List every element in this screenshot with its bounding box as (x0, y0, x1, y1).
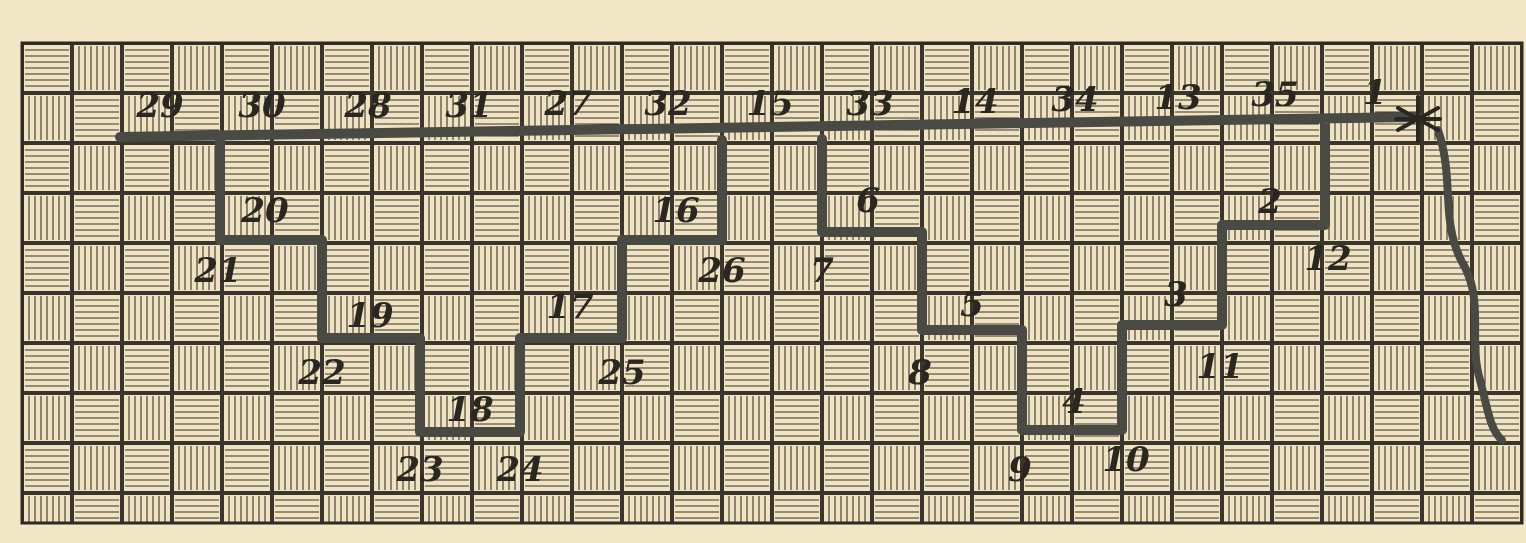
label-3: 3 (1164, 275, 1188, 315)
label-11: 11 (1196, 347, 1243, 387)
label-14: 14 (951, 82, 998, 122)
label-2: 2 (1257, 182, 1282, 222)
label-18: 18 (446, 390, 493, 430)
label-4: 4 (1062, 382, 1086, 422)
label-23: 23 (395, 450, 443, 490)
label-12: 12 (1304, 239, 1351, 279)
label-10: 10 (1102, 440, 1150, 480)
label-13: 13 (1154, 78, 1201, 118)
label-17: 17 (546, 287, 594, 327)
label-7: 7 (810, 251, 834, 291)
label-24: 24 (495, 450, 543, 490)
label-26: 26 (697, 251, 745, 291)
label-15: 15 (746, 84, 793, 124)
label-31: 31 (445, 86, 492, 126)
label-16: 16 (652, 191, 699, 231)
label-20: 20 (240, 191, 289, 231)
label-28: 28 (343, 86, 391, 126)
label-1: 1 (1363, 73, 1387, 113)
label-6: 6 (856, 181, 880, 221)
label-9: 9 (1008, 450, 1032, 490)
label-21: 21 (193, 251, 241, 291)
label-27: 27 (543, 84, 592, 124)
label-5: 5 (960, 285, 984, 325)
label-8: 8 (907, 353, 932, 393)
label-30: 30 (238, 86, 286, 126)
label-35: 35 (1251, 75, 1298, 115)
label-29: 29 (135, 86, 183, 126)
label-33: 33 (846, 84, 893, 124)
label-32: 32 (644, 84, 691, 124)
label-22: 22 (297, 353, 345, 393)
label-34: 34 (1051, 80, 1098, 120)
label-19: 19 (346, 296, 393, 336)
label-25: 25 (597, 353, 645, 393)
